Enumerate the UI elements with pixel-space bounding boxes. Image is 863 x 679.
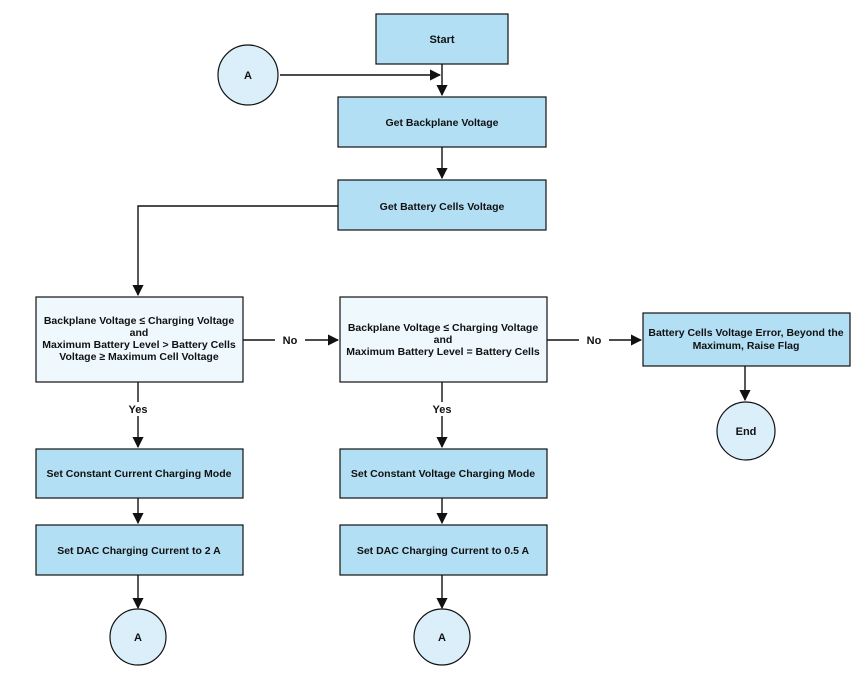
end-label: End xyxy=(736,426,757,438)
decision1-line4: Voltage ≥ Maximum Cell Voltage xyxy=(59,351,219,363)
yes-label-2: Yes xyxy=(433,404,452,416)
connector-a-bottom-right: A xyxy=(413,608,471,666)
dac-2a-label: Set DAC Charging Current to 2 A xyxy=(57,545,221,557)
yes-label-1-bg xyxy=(122,402,154,416)
no-label-2-bg xyxy=(579,332,609,348)
get-backplane-label: Get Backplane Voltage xyxy=(385,117,498,129)
connector-a-bottom-left: A xyxy=(109,608,167,666)
decision-1-box: Backplane Voltage ≤ Charging Voltage and… xyxy=(35,296,244,383)
error-line1: Battery Cells Voltage Error, Beyond the xyxy=(648,327,843,339)
decision2-line3: Maximum Battery Level = Battery Cells xyxy=(346,346,540,358)
get-cells-label: Get Battery Cells Voltage xyxy=(380,201,505,213)
cv-mode-box: Set Constant Voltage Charging Mode xyxy=(339,448,548,499)
end-circle: End xyxy=(716,401,776,461)
decision1-line1: Backplane Voltage ≤ Charging Voltage xyxy=(44,315,234,327)
get-cells-box: Get Battery Cells Voltage xyxy=(337,179,547,231)
connector-a-bottom-right-label: A xyxy=(438,632,446,644)
cc-mode-label: Set Constant Current Charging Mode xyxy=(47,468,232,480)
get-backplane-box: Get Backplane Voltage xyxy=(337,96,547,148)
error-box: Battery Cells Voltage Error, Beyond the … xyxy=(642,312,851,367)
cv-mode-label: Set Constant Voltage Charging Mode xyxy=(351,468,535,480)
error-line2: Maximum, Raise Flag xyxy=(693,340,800,352)
arrow-cells-to-decision1 xyxy=(132,205,345,297)
no-label-1: No xyxy=(283,335,298,347)
dac-2a-box: Set DAC Charging Current to 2 A xyxy=(35,524,244,576)
decision2-line1: Backplane Voltage ≤ Charging Voltage xyxy=(348,322,538,334)
dac-05a-box: Set DAC Charging Current to 0.5 A xyxy=(339,524,548,576)
cc-mode-box: Set Constant Current Charging Mode xyxy=(35,448,244,499)
yes-label-1: Yes xyxy=(129,404,148,416)
decision1-line3: Maximum Battery Level > Battery Cells xyxy=(42,339,236,351)
no-label-2: No xyxy=(587,335,602,347)
yes-label-2-bg xyxy=(426,402,458,416)
decision1-line2: and xyxy=(130,327,149,339)
connector-a-bottom-left-label: A xyxy=(134,632,142,644)
decision-2-box: Backplane Voltage ≤ Charging Voltage and… xyxy=(339,296,548,383)
connector-a-top-label: A xyxy=(244,70,252,82)
connector-a-top: A xyxy=(217,44,279,106)
start-box: Start xyxy=(375,13,509,65)
no-label-1-bg xyxy=(275,332,305,348)
dac-05a-label: Set DAC Charging Current to 0.5 A xyxy=(357,545,530,557)
start-label: Start xyxy=(429,34,454,46)
decision2-line2: and xyxy=(434,334,453,346)
